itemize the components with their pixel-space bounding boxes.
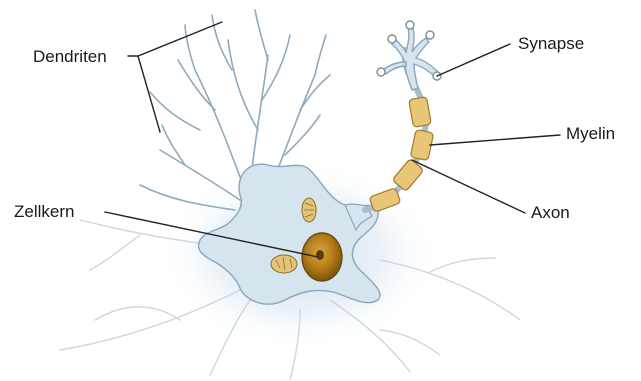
synapse-knob (388, 35, 396, 43)
myelin-segment (409, 97, 432, 128)
label-zellkern: Zellkern (14, 203, 74, 220)
axon-leader (412, 160, 525, 213)
synapse-leader (437, 44, 510, 76)
nucleolus (316, 250, 324, 260)
synapse-knob (406, 21, 414, 29)
label-myelin: Myelin (566, 125, 615, 142)
mitochondrion (271, 255, 297, 273)
label-synapse: Synapse (518, 35, 584, 52)
mitochondrion (302, 198, 316, 222)
label-dendriten: Dendriten (33, 48, 107, 65)
label-axon: Axon (531, 204, 570, 221)
myelin-leader (430, 135, 560, 145)
synapse-knob (426, 31, 434, 39)
synapse-knob (377, 68, 385, 76)
